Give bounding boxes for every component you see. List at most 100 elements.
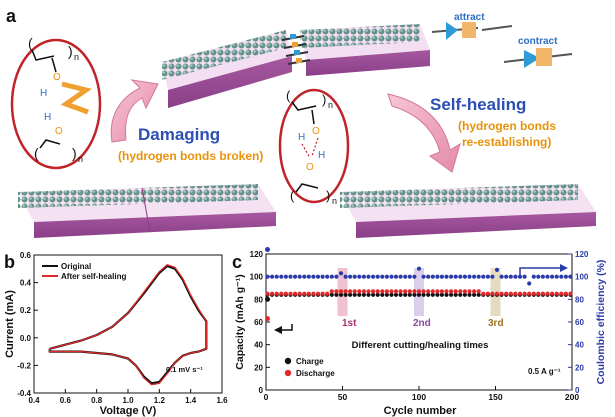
c-point-1 — [279, 291, 284, 296]
healing-subtitle-line2: re-establishing) — [462, 135, 551, 149]
c-point-0 — [343, 292, 348, 297]
legend-original: Original — [61, 262, 91, 271]
c-point-0 — [453, 292, 458, 297]
c-first-point-1 — [265, 316, 270, 322]
c-point-1 — [302, 291, 307, 296]
c-point-1 — [270, 291, 275, 296]
c-point-1 — [416, 289, 422, 294]
chem-n-top-left: n — [74, 52, 79, 62]
c-point-2 — [389, 274, 394, 279]
c-point-2 — [472, 274, 477, 279]
c-point-0 — [439, 292, 444, 297]
chem-H-bottom-center: H — [318, 150, 325, 161]
c-first-point-0 — [265, 296, 270, 302]
current-density: 0.5 A g⁻¹ — [528, 367, 561, 376]
c-point-1 — [462, 289, 467, 294]
c-point-0 — [426, 292, 431, 297]
c-point-1 — [550, 291, 555, 296]
c-point-2 — [403, 274, 408, 279]
c-point-1 — [389, 289, 394, 294]
c-point-1 — [517, 291, 523, 296]
c-point-2 — [315, 274, 321, 279]
c-point-2 — [426, 274, 431, 279]
c-point-1 — [338, 289, 344, 294]
c-point-0 — [389, 292, 394, 297]
c-point-1 — [384, 289, 389, 294]
chem-O-top-left: O — [53, 72, 61, 83]
c-point-2 — [279, 274, 284, 279]
c-point-1 — [499, 291, 504, 296]
chem-H-top-center: H — [298, 132, 305, 143]
c-point-2 — [453, 274, 458, 279]
c-point-1 — [481, 291, 486, 296]
b-ytick-label: 0.2 — [20, 306, 32, 315]
panel-b-legend: Original After self-healing — [42, 262, 126, 281]
c-point-2 — [338, 271, 344, 276]
legend-discharge: Discharge — [296, 369, 335, 378]
c-point-0 — [361, 292, 366, 297]
c-point-0 — [476, 292, 481, 297]
damaged-electrode-slab — [18, 184, 276, 238]
panel-c-points — [265, 247, 573, 322]
c-point-2 — [293, 274, 298, 279]
c-point-1 — [522, 291, 527, 296]
c-point-1 — [444, 289, 449, 294]
c-point-1 — [329, 289, 334, 294]
chem-n-bottom-left: n — [78, 154, 83, 164]
c-point-0 — [403, 292, 408, 297]
panel-c-legend: Charge Discharge — [284, 357, 335, 378]
panel-b-curves — [48, 264, 208, 386]
c-ytick-right-label: 100 — [575, 273, 589, 282]
c-point-0 — [407, 292, 412, 297]
c-ytick-right-label: 0 — [575, 386, 580, 395]
c-point-1 — [407, 289, 412, 294]
c-point-2 — [421, 274, 426, 279]
c-ytick-left-label: 40 — [254, 341, 263, 350]
c-point-0 — [462, 292, 467, 297]
c-point-0 — [329, 292, 334, 297]
c-point-1 — [398, 289, 403, 294]
b-ytick-label: -0.2 — [17, 361, 31, 370]
c-ytick-right-label: 60 — [575, 318, 584, 327]
c-point-2 — [407, 274, 412, 279]
chem-H-top-left: H — [40, 88, 47, 99]
c-point-2 — [283, 274, 288, 279]
chem-O-top-center: O — [312, 126, 320, 137]
c-point-2 — [499, 274, 504, 279]
c-point-1 — [288, 291, 293, 296]
c-point-0 — [334, 292, 339, 297]
panel-a-letter: a — [6, 6, 17, 26]
c-point-1 — [306, 291, 311, 296]
c-point-2 — [366, 274, 371, 279]
panel-b-ylabel: Current (mA) — [4, 290, 16, 358]
c-point-0 — [348, 292, 353, 297]
c-point-1 — [403, 289, 408, 294]
c-point-2 — [568, 274, 573, 279]
c-point-2 — [481, 274, 486, 279]
panel-b-xlabel: Voltage (V) — [100, 405, 157, 417]
c-point-2 — [545, 274, 550, 279]
c-point-2 — [504, 274, 509, 279]
panel-c-ylabel-left: Capacity (mAh g⁻¹) — [234, 274, 246, 369]
healed-electrode-slab — [340, 184, 596, 238]
c-point-0 — [444, 292, 449, 297]
c-point-1 — [458, 289, 463, 294]
svg-text:): ) — [68, 43, 73, 59]
c-xtick-label: 150 — [488, 392, 502, 402]
c-point-1 — [563, 291, 569, 296]
c-ytick-right-label: 20 — [575, 363, 584, 372]
c-point-1 — [293, 291, 298, 296]
c-point-2 — [554, 274, 559, 279]
c-point-0 — [384, 292, 389, 297]
c-point-0 — [449, 292, 454, 297]
c-point-1 — [283, 291, 288, 296]
c-point-2 — [306, 274, 311, 279]
c-point-2 — [297, 274, 302, 279]
c-point-1 — [568, 291, 573, 296]
svg-text:): ) — [72, 145, 77, 161]
c-point-2 — [361, 274, 366, 279]
b-xtick-label: 0.4 — [28, 396, 40, 405]
